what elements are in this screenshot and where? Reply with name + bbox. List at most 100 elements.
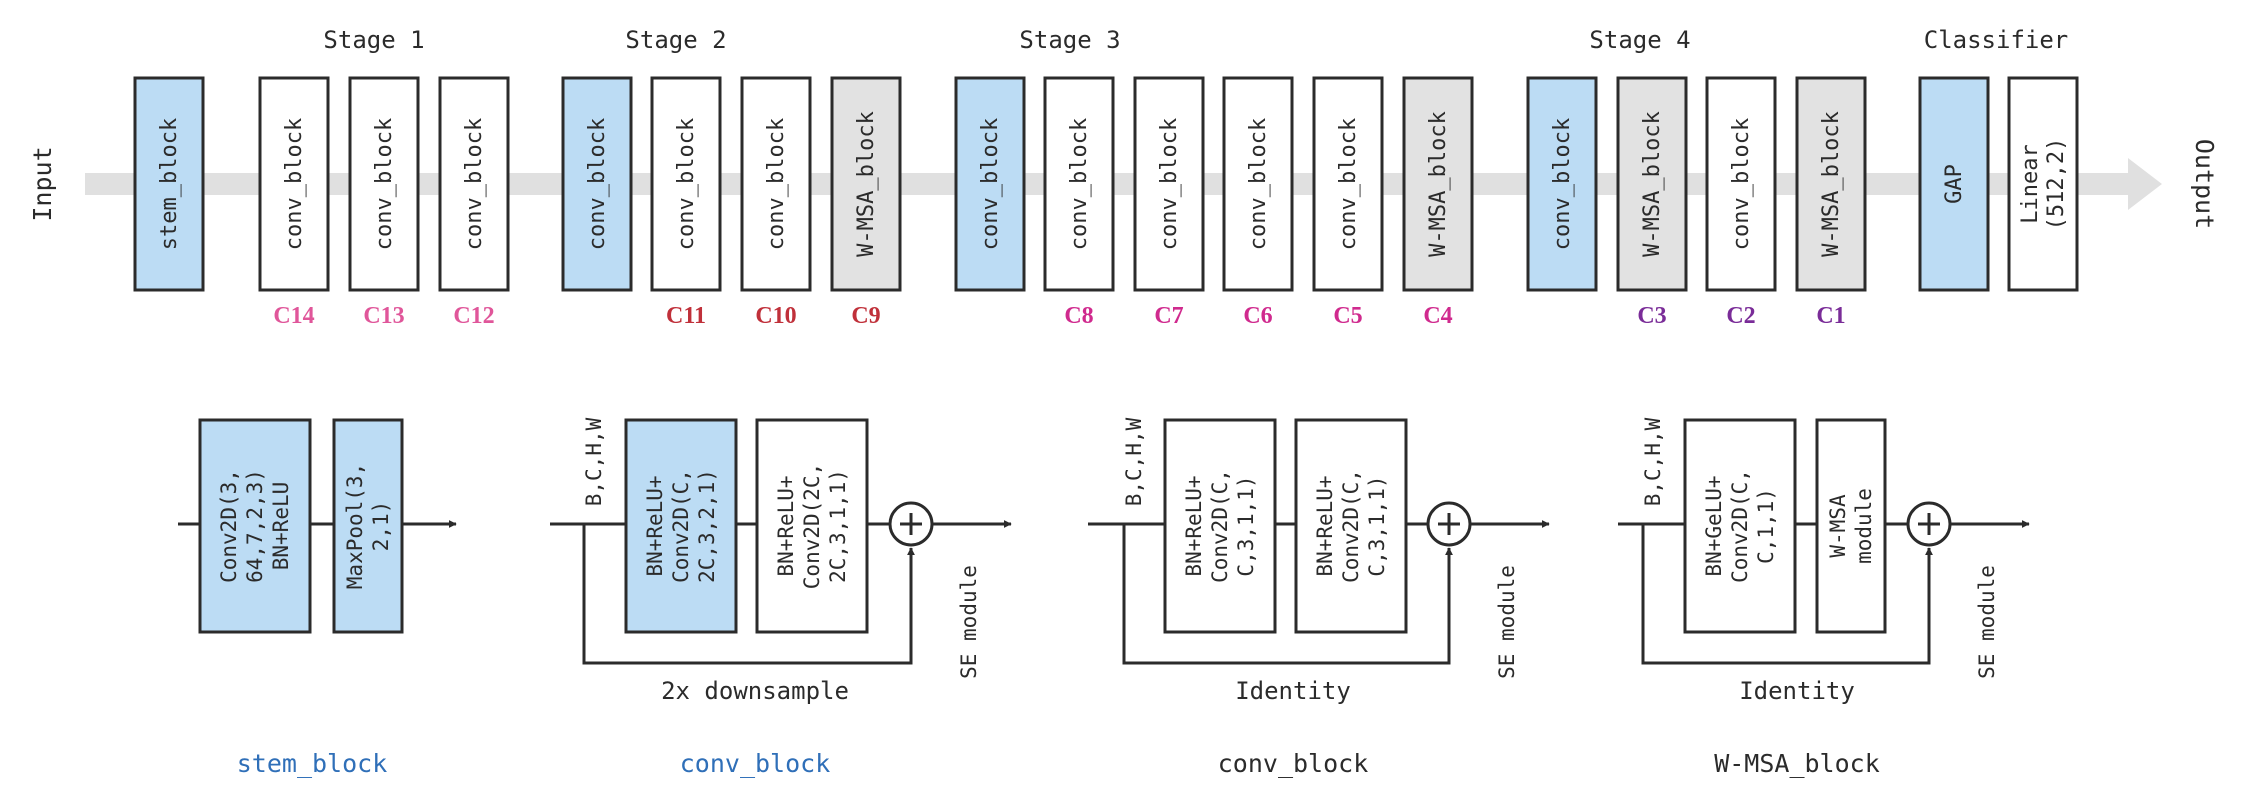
pipeline-block-20: Linear(512,2) — [2007, 76, 2079, 292]
stem-conv-box-label: Conv2D(3,64,7,2,3)BN+ReLU — [217, 469, 293, 583]
conv_down-input-label-text: B,C,H,W — [582, 417, 606, 506]
pipeline-block-code: C6 — [1243, 303, 1272, 329]
stem-conv-box-label-text: Conv2D(3,64,7,2,3)BN+ReLU — [217, 469, 293, 583]
conv_down-box2: BN+ReLU+Conv2D(2C,2C,3,1,1) — [755, 418, 869, 634]
pipeline-block-box — [1312, 76, 1384, 292]
conv_down-se-label: SE module — [957, 565, 981, 679]
pipeline-block-box — [650, 76, 722, 292]
pipeline-block-label: conv_block — [1157, 118, 1182, 250]
pipeline-block-box — [1795, 76, 1867, 292]
pipeline-block-label-text: conv_block — [1246, 118, 1271, 250]
pipeline-block-label: conv_block — [1550, 118, 1575, 250]
pipeline-block-label: conv_block — [462, 118, 487, 250]
pipeline-block-label-text: W-MSA_block — [1640, 111, 1665, 257]
pipeline-block-box — [438, 76, 510, 292]
pipeline-block-label: conv_block — [282, 118, 307, 250]
pipeline-block-label-text: W-MSA_block — [854, 111, 879, 257]
stem-pool-box-label: MaxPool(3,2,1) — [343, 463, 393, 589]
pipeline-block-label-text: stem_block — [157, 118, 182, 250]
wmsa-skip-label: Identity — [1739, 677, 1855, 705]
pipeline-block-label: W-MSA_block — [854, 111, 879, 257]
pipeline-block-box — [830, 76, 902, 292]
pipeline-block-label: conv_block — [674, 118, 699, 250]
pipeline-block-code: C9 — [851, 303, 880, 329]
conv_id-box2-label-text: BN+ReLU+Conv2D(C,C,3,1,1) — [1313, 469, 1389, 583]
pipeline-block-box — [740, 76, 812, 292]
pipeline-block-label: conv_block — [372, 118, 397, 250]
pipeline-block-label-text: GAP — [1942, 164, 1967, 204]
conv_id-input-label-text: B,C,H,W — [1122, 417, 1146, 506]
pipeline-block-label: conv_block — [585, 118, 610, 250]
pipeline-block-box — [258, 76, 330, 292]
pipeline-block-label: conv_block — [1336, 118, 1361, 250]
conv_id-detail: B,C,H,W BN+ReLU+Conv2D(C,C,3,1,1) BN+ReLU+… — [1088, 417, 1550, 778]
conv_id-se-label: SE module — [1495, 565, 1519, 679]
pipeline-block-code: C7 — [1154, 303, 1183, 329]
wmsa-skip-path — [1641, 524, 1933, 665]
conv_down-box1-rect — [624, 418, 738, 634]
pipeline-block-box — [1133, 76, 1205, 292]
conv_down-box2-label-text: BN+ReLU+Conv2D(2C,2C,3,1,1) — [774, 463, 850, 589]
pipeline-block-label: conv_block — [978, 118, 1003, 250]
pipeline-block-label: GAP — [1942, 164, 1967, 204]
conv_id-box1-label: BN+ReLU+Conv2D(C,C,3,1,1) — [1182, 469, 1258, 583]
conv_id-se-label-text: SE module — [1495, 565, 1519, 679]
pipeline-block-1: stem_block — [133, 76, 205, 292]
conv_down-box2-rect — [755, 418, 869, 634]
wmsa-box2-label-text: W-MSAmodule — [1826, 488, 1876, 564]
conv_id-box1: BN+ReLU+Conv2D(C,C,3,1,1) — [1163, 418, 1277, 634]
block-details: Conv2D(3,64,7,2,3)BN+ReLU MaxPool(3,2,1) s… — [178, 417, 2030, 778]
wmsa-box1-label: BN+GeLU+Conv2D(C,C,1,1) — [1702, 469, 1778, 583]
pipeline-block-box — [1043, 76, 1115, 292]
pipeline-block-19: GAP — [1918, 76, 1990, 292]
pipeline-block-code: C11 — [666, 303, 706, 329]
pipeline-block-box — [133, 76, 205, 292]
stem-block-title: stem_block — [237, 749, 388, 778]
wmsa-title: W-MSA_block — [1714, 749, 1880, 778]
pipeline-block-label: conv_block — [764, 118, 789, 250]
stem-pool-box: MaxPool(3,2,1) — [332, 418, 404, 634]
conv_down-box2-label: BN+ReLU+Conv2D(2C,2C,3,1,1) — [774, 463, 850, 589]
pipeline-block-box — [1705, 76, 1777, 292]
wmsa-box2-rect — [1815, 418, 1887, 634]
pipeline-block-label: W-MSA_block — [1426, 111, 1451, 257]
pipeline-block-code: C4 — [1423, 303, 1452, 329]
pipeline-block-box — [561, 76, 633, 292]
pipeline-block-code: C13 — [363, 303, 404, 329]
pipeline-block-code: C2 — [1726, 303, 1755, 329]
wmsa-box2: W-MSAmodule — [1815, 418, 1887, 634]
pipeline-block-label: stem_block — [157, 118, 182, 250]
pipeline-block-label-text: conv_block — [1157, 118, 1182, 250]
wmsa-box1-label-text: BN+GeLU+Conv2D(C,C,1,1) — [1702, 469, 1778, 583]
pipeline-block-box — [1402, 76, 1474, 292]
pipeline-block-label-text: conv_block — [674, 118, 699, 250]
wmsa-plus-icon — [1906, 501, 1952, 547]
conv_down-plus-icon — [888, 501, 934, 547]
stage-label-5: Classifier — [1924, 26, 2069, 54]
pipeline-block-label-text: conv_block — [1336, 118, 1361, 250]
conv_down-box1: BN+ReLU+Conv2D(C,2C,3,2,1) — [624, 418, 738, 634]
stem-conv-box-rect — [198, 418, 312, 634]
conv_down-box1-label-text: BN+ReLU+Conv2D(C,2C,3,2,1) — [643, 469, 719, 583]
pipeline-block-box — [348, 76, 420, 292]
pipeline-block-label: Linear(512,2) — [2018, 138, 2069, 231]
pipeline-block-label-text: conv_block — [978, 118, 1003, 250]
pipeline-block-code: C12 — [453, 303, 494, 329]
pipeline-block-label-text: conv_block — [462, 118, 487, 250]
pipeline-block-label-text: conv_block — [372, 118, 397, 250]
pipeline-block-code: C1 — [1816, 303, 1845, 329]
pipeline-block-15: conv_block — [1526, 76, 1598, 292]
pipeline-block-label: W-MSA_block — [1640, 111, 1665, 257]
wmsa-box1: BN+GeLU+Conv2D(C,C,1,1) — [1683, 418, 1797, 634]
conv_id-box2-label: BN+ReLU+Conv2D(C,C,3,1,1) — [1313, 469, 1389, 583]
conv_id-skip-label: Identity — [1235, 677, 1351, 705]
pipeline-block-label-text: conv_block — [1550, 118, 1575, 250]
pipeline-block-code: C10 — [755, 303, 796, 329]
wmsa-box1-rect — [1683, 418, 1797, 634]
